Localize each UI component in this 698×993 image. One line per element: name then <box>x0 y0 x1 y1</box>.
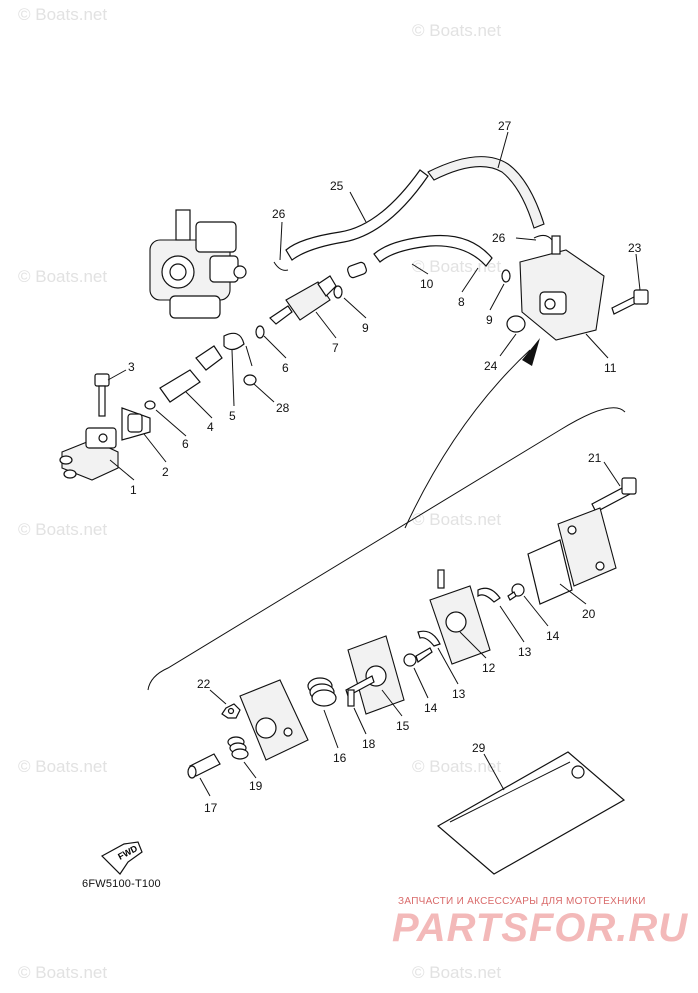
gasket-hole <box>127 413 143 433</box>
callout: 26 <box>492 231 506 245</box>
callout: 11 <box>604 361 617 375</box>
callout: 14 <box>424 701 438 715</box>
pump-body <box>429 569 491 665</box>
fuel-hose <box>159 369 201 403</box>
fuel-hose-short <box>195 345 223 371</box>
watermark: © Boats.net <box>412 963 501 982</box>
clip <box>501 269 511 283</box>
screw <box>403 647 433 667</box>
callout: 9 <box>362 321 369 335</box>
callout: 13 <box>452 687 466 701</box>
callout: 8 <box>458 295 465 309</box>
callout: 2 <box>162 465 169 479</box>
callout: 3 <box>128 360 135 374</box>
hose-clamp <box>223 332 245 351</box>
repair-kit-bag <box>436 751 626 875</box>
hose-piece <box>347 261 367 279</box>
corrugated-hose <box>427 156 545 229</box>
fwd-arrow-icon: FWD <box>101 841 143 875</box>
pump-base <box>239 679 309 761</box>
watermark: © Boats.net <box>18 963 107 982</box>
watermark: © Boats.net <box>412 21 501 40</box>
callout: 7 <box>332 341 339 355</box>
brand-logo: PARTSFOR.RU <box>392 906 689 950</box>
callout: 21 <box>588 451 602 465</box>
callout: 22 <box>197 677 211 691</box>
callout: 26 <box>272 207 286 221</box>
callout: 19 <box>249 779 263 793</box>
clip <box>255 325 265 339</box>
cover-hole <box>567 525 577 535</box>
callout: 27 <box>498 119 512 133</box>
clip <box>144 400 156 410</box>
callout: 29 <box>472 741 486 755</box>
callout: 23 <box>628 241 642 255</box>
carburetor <box>149 209 247 319</box>
bolt <box>611 289 649 315</box>
clip <box>533 234 553 241</box>
diaphragm <box>345 635 405 715</box>
watermark-layer: © Boats.net © Boats.net © Boats.net © Bo… <box>18 5 501 982</box>
callout: 9 <box>486 313 493 327</box>
callout: 6 <box>182 437 189 451</box>
callout: 6 <box>282 361 289 375</box>
clip <box>273 261 289 271</box>
fuel-filter <box>269 275 337 325</box>
callout: 16 <box>333 751 347 765</box>
brand-tagline: ЗАПЧАСТИ И АКСЕССУАРЫ ДЛЯ МОТОТЕХНИКИ <box>398 896 646 907</box>
callout: 12 <box>482 661 496 675</box>
arrow-head <box>522 338 540 366</box>
fuel-joint <box>59 427 119 481</box>
bolt <box>591 477 637 513</box>
spring <box>227 736 249 760</box>
check-valve <box>477 587 501 603</box>
clip-wire <box>245 345 253 367</box>
callout: 14 <box>546 629 560 643</box>
nut <box>221 703 241 719</box>
callout: 18 <box>362 737 376 751</box>
leader-lines <box>107 131 641 797</box>
plunger <box>187 753 221 779</box>
callout: 10 <box>420 277 434 291</box>
fuel-pump-assembly <box>519 235 605 341</box>
check-valve <box>417 630 441 647</box>
callout: 28 <box>276 401 290 415</box>
callout: 20 <box>582 607 596 621</box>
o-ring <box>506 315 526 333</box>
watermark: © Boats.net <box>18 757 107 776</box>
watermark: © Boats.net <box>412 757 501 776</box>
callout: 1 <box>130 483 137 497</box>
watermark: © Boats.net <box>412 257 501 276</box>
clip <box>333 285 343 299</box>
callout: 17 <box>204 801 218 815</box>
fuel-hose-middle <box>373 234 493 267</box>
screw <box>507 583 525 601</box>
callout: 4 <box>207 420 214 434</box>
separator-curve <box>147 407 626 691</box>
diagram-code: 6FW5100-T100 <box>82 878 161 890</box>
watermark: © Boats.net <box>18 5 107 24</box>
assembly-arrow <box>404 349 531 529</box>
callout: 5 <box>229 409 236 423</box>
callout: 13 <box>518 645 532 659</box>
callout: 24 <box>484 359 498 373</box>
bolt <box>94 373 110 417</box>
watermark: © Boats.net <box>18 267 107 286</box>
watermark: © Boats.net <box>18 520 107 539</box>
callout-numbers: 1 2 3 4 5 6 6 7 8 9 9 10 11 12 13 13 14 … <box>128 119 642 815</box>
fuel-hose-long <box>285 169 429 261</box>
diaphragm-gasket <box>527 539 573 605</box>
clip <box>243 374 257 386</box>
callout: 25 <box>330 179 344 193</box>
spring <box>307 677 337 707</box>
callout: 15 <box>396 719 410 733</box>
cover-hole <box>595 561 605 571</box>
watermark: © Boats.net <box>412 510 501 529</box>
pin <box>347 689 355 707</box>
